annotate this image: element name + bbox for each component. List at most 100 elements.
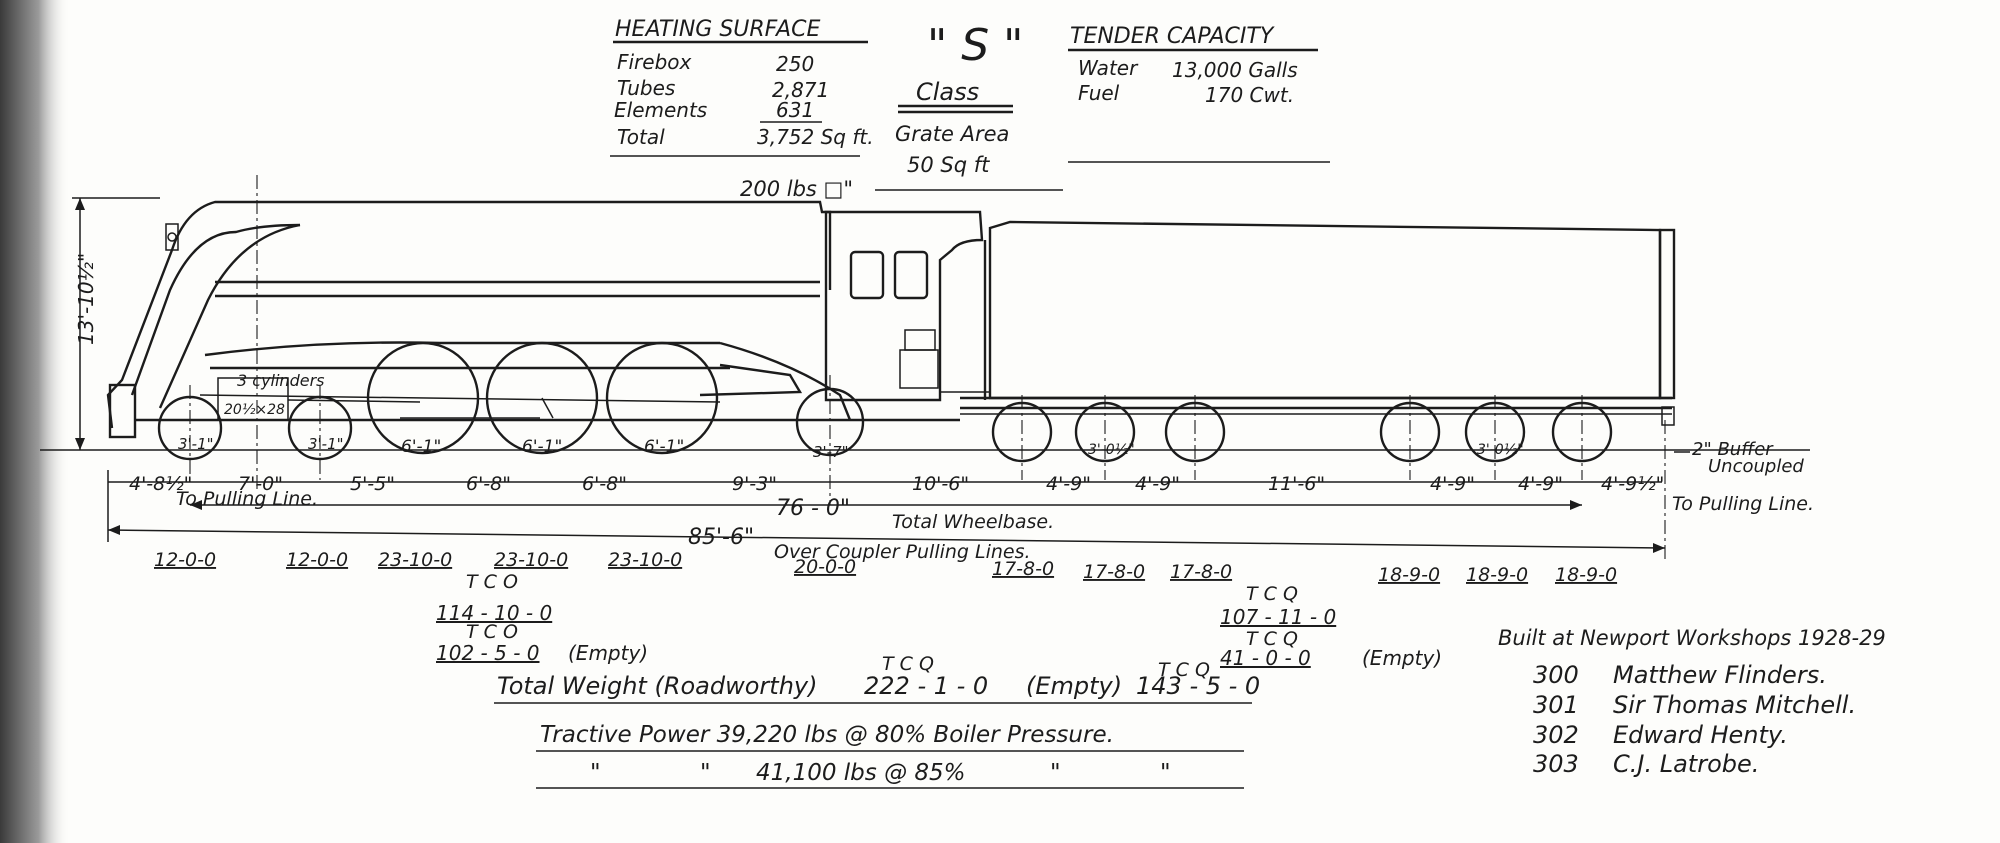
tender-empty-weight: 41 - 0 - 0 xyxy=(1220,646,1311,670)
spacing-5: 6'-8" xyxy=(582,473,627,495)
tractive-ditto-2: " xyxy=(700,760,711,786)
axle-load-engine-2: 12-0-0 xyxy=(286,549,348,571)
total-weight-value: 222 - 1 - 0 xyxy=(864,672,988,700)
engine-number-300: 300 xyxy=(1533,661,1579,689)
cylinders-label: 3 cylinders xyxy=(237,371,324,390)
bogie-wheel-1-diameter: 3'-1" xyxy=(178,435,214,453)
spacing-3: 5'-5" xyxy=(350,473,395,495)
spacing-4: 6'-8" xyxy=(466,473,511,495)
axle-load-tender-6: 18-9-0 xyxy=(1555,564,1617,586)
trailing-wheel-diameter: 3'-7" xyxy=(813,443,849,461)
hs-value-elements: 631 xyxy=(776,98,814,122)
height-label: 13'-10½" xyxy=(74,253,98,345)
engine-name-303: C.J. Latrobe. xyxy=(1613,750,1759,778)
spacing-8: 4'-9" xyxy=(1046,473,1091,495)
builder-title: Built at Newport Workshops 1928-29 xyxy=(1498,626,1886,650)
tc-value-water: 13,000 Galls xyxy=(1172,58,1298,82)
engine-name-300: Matthew Flinders. xyxy=(1613,661,1827,689)
spacing-1: 4'-8½" xyxy=(129,473,192,495)
spacing-10: 11'-6" xyxy=(1268,473,1325,495)
engine-empty-label: (Empty) xyxy=(568,641,648,665)
tender-tco-header-2: T C Q xyxy=(1246,628,1298,650)
wheel-spacing-dimensions: 4'-8½" 7'-0" 5'-5" 6'-8" 6'-8" 9'-3" 10'… xyxy=(108,473,1814,515)
driving-wheel-3-diameter: 6'-1" xyxy=(644,437,684,457)
scan-edge xyxy=(0,0,70,843)
grate-area-value: 50 Sq ft xyxy=(907,153,990,177)
tractive-power-line-1: Tractive Power 39,220 lbs @ 80% Boiler P… xyxy=(540,722,1114,748)
over-coupler-value: 85'-6" xyxy=(688,525,754,550)
hs-label-firebox: Firebox xyxy=(617,50,692,74)
driving-wheel-1-diameter: 6'-1" xyxy=(401,437,441,457)
total-weight-label: Total Weight (Roadworthy) xyxy=(497,672,817,700)
buffer-note-1: 2" Buffer xyxy=(1692,439,1774,460)
totals-block: T C Q T C Q Total Weight (Roadworthy) 22… xyxy=(494,653,1260,789)
engine-number-303: 303 xyxy=(1533,750,1579,778)
axle-load-tender-1: 17-8-0 xyxy=(992,558,1054,580)
tc-label-fuel: Fuel xyxy=(1078,81,1120,105)
tender-wheel-diameter-rear: 3'-0½" xyxy=(1477,442,1524,458)
spacing-11: 4'-9" xyxy=(1430,473,1475,495)
hs-value-firebox: 250 xyxy=(776,52,814,76)
class-letter: " S " xyxy=(927,20,1023,71)
spacing-13: 4'-9½" xyxy=(1601,473,1664,495)
tender-wheels: 3'-0½" 3'-0½" xyxy=(991,401,1613,463)
spacing-2: 7'-0" xyxy=(238,473,283,495)
total-wheelbase-value: 76 - 0" xyxy=(776,496,850,521)
tender-wheel-diameter-front: 3'-0½" xyxy=(1088,442,1135,458)
engine-tco-header-2: T C O xyxy=(466,621,518,643)
class-block: " S " Class Grate Area 50 Sq ft 200 lbs … xyxy=(740,20,1063,201)
axle-load-engine-1: 12-0-0 xyxy=(154,549,216,571)
total-wheelbase-dimension: 76 - 0" Total Wheelbase. xyxy=(190,496,1582,533)
axle-load-engine-4: 23-10-0 xyxy=(494,549,568,571)
hs-value-tubes: 2,871 xyxy=(772,78,829,102)
tender-empty-label: (Empty) xyxy=(1362,646,1442,670)
driving-wheel-2 xyxy=(485,341,599,455)
over-coupler-dimension: 85'-6" Over Coupler Pulling Lines. xyxy=(107,470,1666,563)
heating-surface-table: HEATING SURFACE Firebox 250 Tubes 2,871 … xyxy=(610,17,874,157)
driving-wheel-2-diameter: 6'-1" xyxy=(522,437,562,457)
buffer-note-2: Uncoupled xyxy=(1708,456,1804,477)
heating-surface-title: HEATING SURFACE xyxy=(615,17,820,42)
class-label: Class xyxy=(916,78,979,106)
axle-load-tender-4: 18-9-0 xyxy=(1378,564,1440,586)
total-tco-header: T C Q xyxy=(882,653,934,675)
axle-load-tender-3: 17-8-0 xyxy=(1170,561,1232,583)
bogie-wheel-2 xyxy=(287,395,353,461)
spacing-9: 4'-9" xyxy=(1135,473,1180,495)
tc-value-fuel: 170 Cwt. xyxy=(1205,83,1294,107)
engine-loaded-weight: 114 - 10 - 0 xyxy=(436,601,552,625)
builder-block: Built at Newport Workshops 1928-29 300 M… xyxy=(1498,626,1886,778)
total-wheelbase-label: Total Wheelbase. xyxy=(892,511,1054,533)
tc-label-water: Water xyxy=(1078,56,1139,80)
buffer-note: 2" Buffer Uncoupled xyxy=(1674,439,1804,477)
driving-wheel-3 xyxy=(605,341,719,455)
spacing-7: 10'-6" xyxy=(912,473,969,495)
spacing-6: 9'-3" xyxy=(732,473,777,495)
hs-value-total: 3,752 Sq ft. xyxy=(757,125,874,149)
engine-tco-header: T C O xyxy=(466,571,518,593)
tractive-ditto-1: " xyxy=(590,760,601,786)
wheel-centre-lines xyxy=(189,175,1666,560)
hs-label-elements: Elements xyxy=(614,98,707,122)
empty-tco-header: T C Q xyxy=(1158,659,1210,681)
empty-weight-label: (Empty) xyxy=(1026,672,1122,700)
locomotive-body: 3 cylinders 20½×28 xyxy=(106,200,1676,439)
hs-label-tubes: Tubes xyxy=(617,76,675,100)
hs-label-total: Total xyxy=(617,125,665,149)
to-pulling-line-right: To Pulling Line. xyxy=(1672,493,1814,515)
tender-loaded-weight: 107 - 11 - 0 xyxy=(1220,605,1336,629)
tractive-power-line-2: 41,100 lbs @ 85% xyxy=(756,760,966,786)
axle-load-engine-6: 20-0-0 xyxy=(794,556,856,578)
tender-tco-header: T C Q xyxy=(1246,583,1298,605)
axle-load-tender-2: 17-8-0 xyxy=(1083,561,1145,583)
tractive-ditto-3: " xyxy=(1050,760,1061,786)
bogie-wheel-1 xyxy=(157,395,223,461)
empty-weight-value: 143 - 5 - 0 xyxy=(1136,672,1260,700)
axle-loads: 12-0-0 12-0-0 23-10-0 23-10-0 23-10-0 20… xyxy=(154,549,1617,670)
engine-wheels: 3'-1" 3'-1" 6'-1" 6'-1" 6'-1" 3'-7" xyxy=(157,341,865,461)
boiler-pressure: 200 lbs □" xyxy=(740,177,853,201)
engine-number-301: 301 xyxy=(1533,691,1579,719)
tractive-ditto-4: " xyxy=(1160,760,1171,786)
